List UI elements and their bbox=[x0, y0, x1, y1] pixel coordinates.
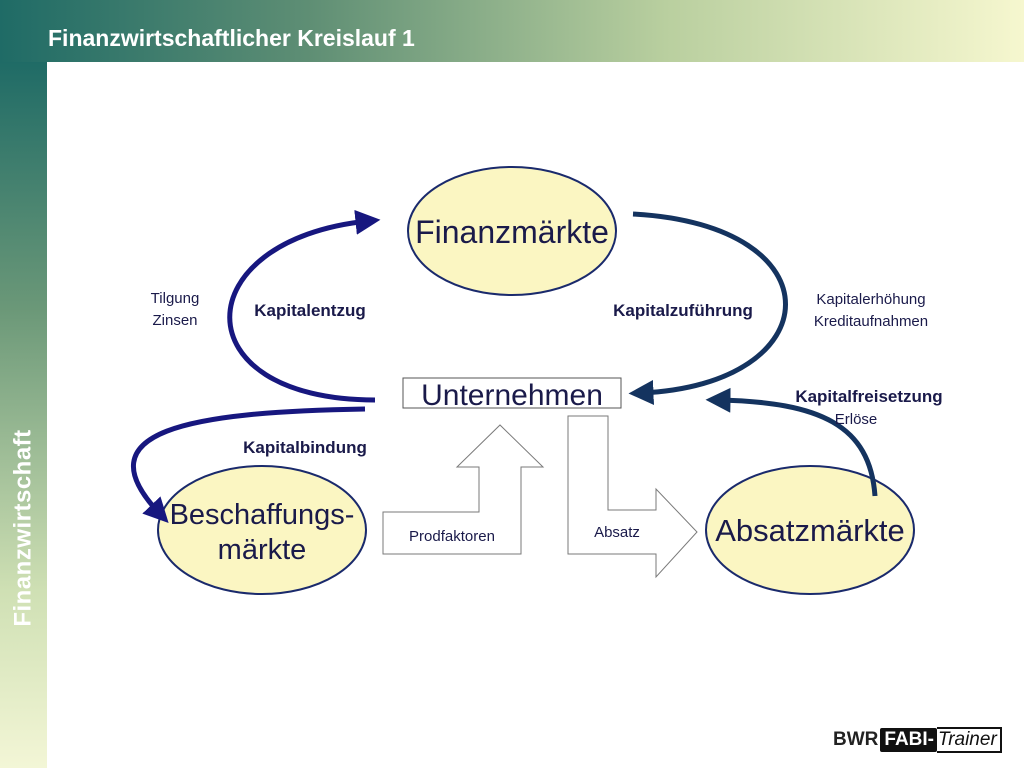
kapitalbindung-label: Kapitalbindung bbox=[243, 438, 367, 457]
kapitalfreisetzung-label: Kapitalfreisetzung bbox=[795, 387, 942, 406]
logo-bwr-text: BWR bbox=[833, 729, 879, 750]
unternehmen-label: Unternehmen bbox=[421, 379, 603, 412]
kreditaufnahmen-annotation: Kreditaufnahmen bbox=[814, 313, 928, 330]
kapitalzufuehrung-label: Kapitalzuführung bbox=[613, 301, 753, 320]
unternehmen-box bbox=[402, 377, 622, 409]
sidebar-strip bbox=[0, 62, 47, 768]
absatzmaerkte-ellipse bbox=[705, 465, 915, 595]
kapitalentzug-arrow bbox=[227, 209, 381, 403]
erloese-annotation: Erlöse bbox=[835, 411, 878, 428]
logo-trainer-text: Trainer bbox=[937, 727, 1002, 753]
finanzmaerkte-ellipse bbox=[407, 166, 617, 296]
bwr-fabi-trainer-logo: BWR FABI- Trainer bbox=[833, 727, 1002, 753]
beschaffungsmaerkte-label-line2: märkte bbox=[218, 534, 307, 566]
finanzmaerkte-label: Finanzmärkte bbox=[415, 214, 609, 250]
kapitalbindung-arrow bbox=[130, 406, 366, 524]
zinsen-annotation: Zinsen bbox=[152, 312, 197, 329]
beschaffungsmaerkte-label-line1: Beschaffungs- bbox=[170, 499, 355, 531]
kapitalerhoehung-annotation: Kapitalerhöhung bbox=[816, 291, 925, 308]
absatz-block-arrow bbox=[567, 415, 698, 579]
beschaffungsmaerkte-ellipse bbox=[157, 465, 367, 595]
kapitalentzug-label: Kapitalentzug bbox=[254, 301, 365, 320]
kapitalfreisetzung-arrow bbox=[705, 387, 878, 497]
prodfaktoren-block-arrow bbox=[382, 424, 545, 555]
logo-fabi-text: FABI- bbox=[880, 728, 937, 752]
kapitalzufuehrung-arrow bbox=[628, 211, 788, 405]
header-bar: Finanzwirtschaftlicher Kreislauf 1 bbox=[0, 0, 1024, 62]
tilgung-annotation: Tilgung bbox=[151, 290, 200, 307]
page-title: Finanzwirtschaftlicher Kreislauf 1 bbox=[48, 25, 415, 51]
absatzmaerkte-label: Absatzmärkte bbox=[715, 513, 905, 548]
prodfaktoren-label: Prodfaktoren bbox=[409, 528, 495, 545]
absatz-label: Absatz bbox=[594, 524, 640, 541]
